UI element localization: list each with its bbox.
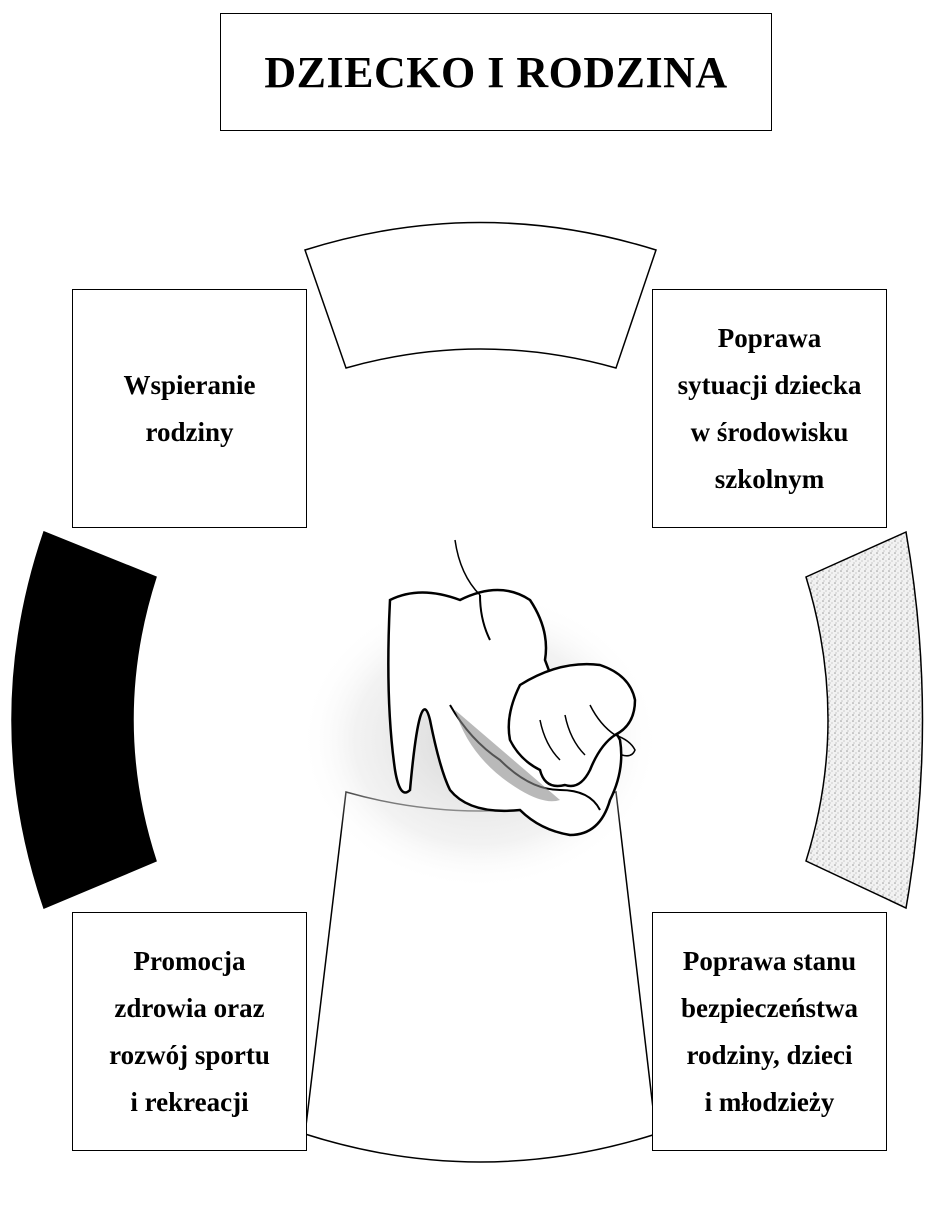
right-ring-segment	[806, 532, 923, 908]
box-safety-label: Poprawa stanu bezpieczeństwa rodziny, dz…	[681, 938, 858, 1126]
box-family-support: Wspieranie rodziny	[72, 289, 307, 528]
left-ring-segment	[12, 532, 156, 908]
box-school-environment-label: Poprawa sytuacji dziecka w środowisku sz…	[678, 315, 862, 503]
box-school-environment: Poprawa sytuacji dziecka w środowisku sz…	[652, 289, 887, 528]
box-family-support-label: Wspieranie rodziny	[124, 362, 256, 456]
box-health-sport: Promocja zdrowia oraz rozwój sportu i re…	[72, 912, 307, 1151]
top-ring-segment	[305, 223, 656, 369]
hands-illustration	[300, 540, 660, 890]
box-health-sport-label: Promocja zdrowia oraz rozwój sportu i re…	[109, 938, 270, 1126]
box-safety: Poprawa stanu bezpieczeństwa rodziny, dz…	[652, 912, 887, 1151]
